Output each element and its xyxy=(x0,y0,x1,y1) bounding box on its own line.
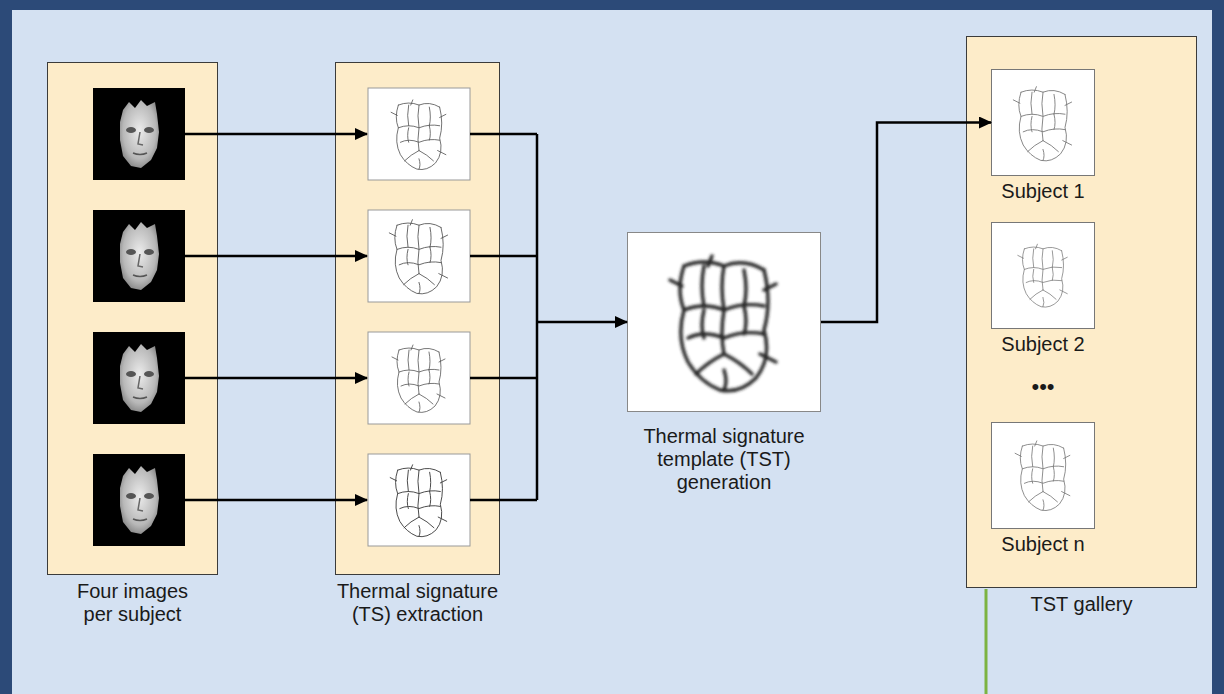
connector-line xyxy=(536,134,539,500)
ts-image xyxy=(368,332,470,424)
ts-image xyxy=(368,210,470,302)
input-column: Four images per subject xyxy=(47,62,218,575)
template-box: Thermal signature template (TST) generat… xyxy=(627,232,821,412)
face-image xyxy=(93,332,185,424)
output-line xyxy=(985,589,988,694)
ts-image xyxy=(368,454,470,546)
face-image xyxy=(93,454,185,546)
connector xyxy=(185,134,367,500)
node-label: Subject n xyxy=(978,533,1108,556)
connector-line xyxy=(185,499,367,502)
connector-line xyxy=(185,377,367,380)
caption-holder: Subject n xyxy=(978,533,1108,556)
subject-box: Subject n xyxy=(991,422,1095,529)
gallery-template xyxy=(1013,87,1071,161)
node-label: TST gallery xyxy=(982,593,1182,616)
connector-line xyxy=(185,255,367,258)
connector-line xyxy=(537,321,627,324)
node-label: Four images per subject xyxy=(63,580,203,626)
node-label: Thermal signature template (TST) generat… xyxy=(639,425,809,494)
node-label: Subject 2 xyxy=(978,333,1108,356)
caption-holder: Four images per subject xyxy=(63,580,203,626)
caption-holder: Thermal signature (TS) extraction xyxy=(328,580,508,626)
connector-line xyxy=(185,133,367,136)
caption-holder: TST gallery xyxy=(982,593,1182,616)
subject-box: Subject 1 xyxy=(991,69,1095,176)
extraction-column: Thermal signature (TS) extraction xyxy=(335,62,500,575)
subject-box: Subject 2 xyxy=(991,222,1095,329)
connector-line xyxy=(821,123,991,323)
connector-line xyxy=(470,499,537,502)
connector-line xyxy=(470,133,537,136)
gallery-column: TST gallerySubject 1Subject 2Subject n••… xyxy=(966,36,1197,588)
connector-line xyxy=(470,377,537,380)
connector xyxy=(470,134,627,500)
caption-holder: Subject 2 xyxy=(978,333,1108,356)
connector-line xyxy=(470,255,537,258)
ellipsis-label: ••• xyxy=(991,375,1095,398)
node-label: Subject 1 xyxy=(978,180,1108,203)
node-label: Thermal signature (TS) extraction xyxy=(328,580,508,626)
tst-image xyxy=(670,256,776,391)
caption-holder: Thermal signature template (TST) generat… xyxy=(639,425,809,494)
caption-holder: Subject 1 xyxy=(978,180,1108,203)
connector xyxy=(821,123,991,323)
gallery-template xyxy=(1018,244,1067,307)
ts-image xyxy=(368,88,470,180)
face-image xyxy=(93,88,185,180)
face-image xyxy=(93,210,185,302)
gallery-template xyxy=(1015,441,1070,511)
